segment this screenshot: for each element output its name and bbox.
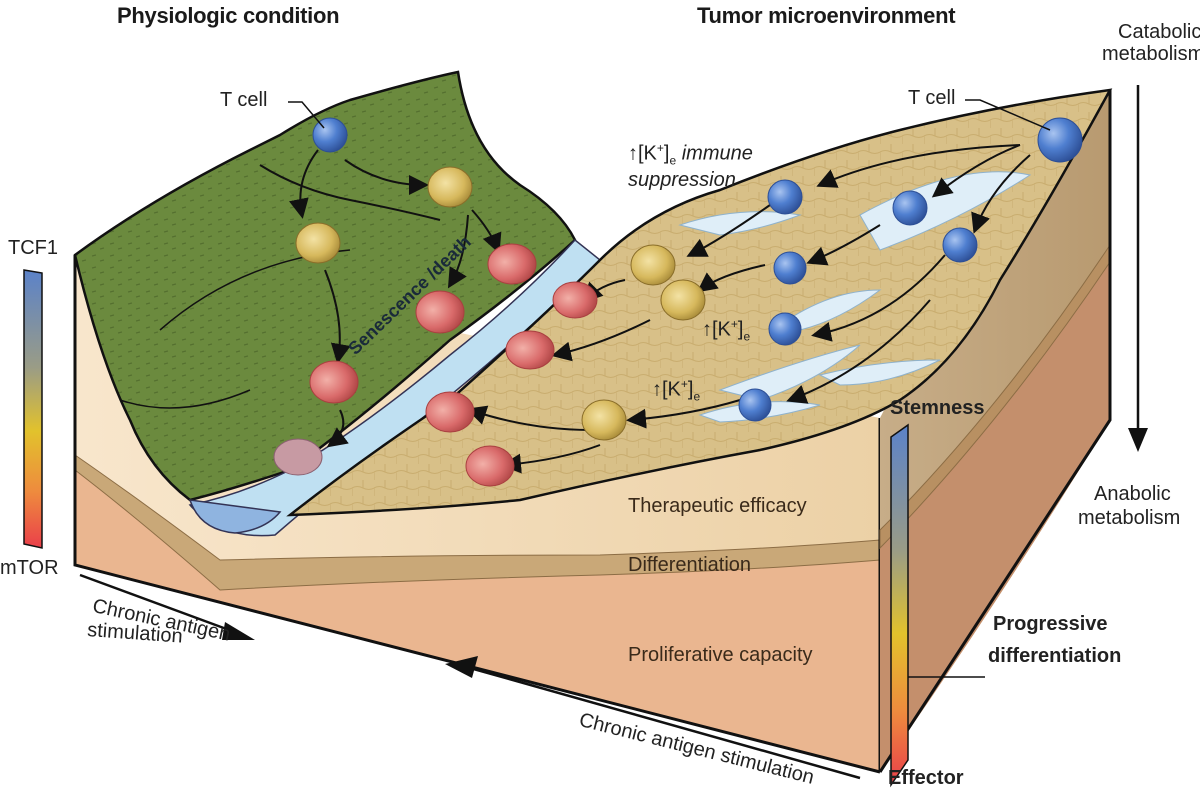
- catabolic-label-line2: metabolism: [1102, 43, 1200, 65]
- effector-label: Effector: [888, 767, 964, 789]
- title-tumor-microenvironment: Tumor microenvironment: [697, 3, 956, 28]
- dead-cell: [273, 438, 323, 476]
- stemness-effector-gradient-bar: [890, 423, 909, 788]
- t-cell: [738, 388, 772, 422]
- potassium-immune-suppression-label: ↑[K+]e immune: [628, 141, 753, 168]
- leader-lines: [288, 99, 1051, 678]
- stemness-label: Stemness: [890, 397, 985, 419]
- title-physiologic-condition: Physiologic condition: [117, 3, 340, 28]
- anabolic-label-line2: metabolism: [1078, 507, 1181, 529]
- tcf1-mtor-gradient-bar: [23, 269, 43, 549]
- t-cell: [312, 117, 348, 153]
- physiologic-arrows: [289, 149, 502, 448]
- progressive-label-line1: Progressive: [993, 613, 1108, 635]
- layer-label-differentiation: Differentiation: [628, 554, 752, 576]
- strata-side-face: [878, 90, 1112, 773]
- mtor-label: mTOR: [0, 557, 59, 579]
- potassium-label-1: ↑[K+]e: [702, 317, 751, 344]
- metabolism-arrow: [1128, 85, 1148, 452]
- intermediate-cells: [295, 166, 706, 441]
- layer-label-therapeutic-efficacy: Therapeutic efficacy: [628, 495, 807, 517]
- suppression-label: suppression: [628, 169, 736, 191]
- t-cell: [892, 190, 928, 226]
- t-cell: [773, 251, 807, 285]
- effector-cells: [309, 243, 598, 487]
- chronic-arrows: [79, 573, 861, 780]
- t-cell: [942, 227, 978, 263]
- tumor-arrows: [466, 144, 1031, 474]
- t-cell-label-right: T cell: [908, 87, 956, 109]
- t-cell: [768, 312, 802, 346]
- layer-label-proliferative-capacity: Proliferative capacity: [628, 644, 813, 666]
- progressive-label-line2: differentiation: [988, 645, 1122, 667]
- anabolic-label-line1: Anabolic: [1094, 483, 1171, 505]
- tcf1-label: TCF1: [8, 237, 58, 259]
- potassium-streaks: [678, 171, 1032, 423]
- catabolic-label-line1: Catabolic: [1118, 21, 1200, 43]
- t-cell: [1037, 117, 1083, 163]
- potassium-label-2: ↑[K+]e: [652, 377, 701, 404]
- t-cell: [767, 179, 803, 215]
- t-cell-label-left: T cell: [220, 89, 268, 111]
